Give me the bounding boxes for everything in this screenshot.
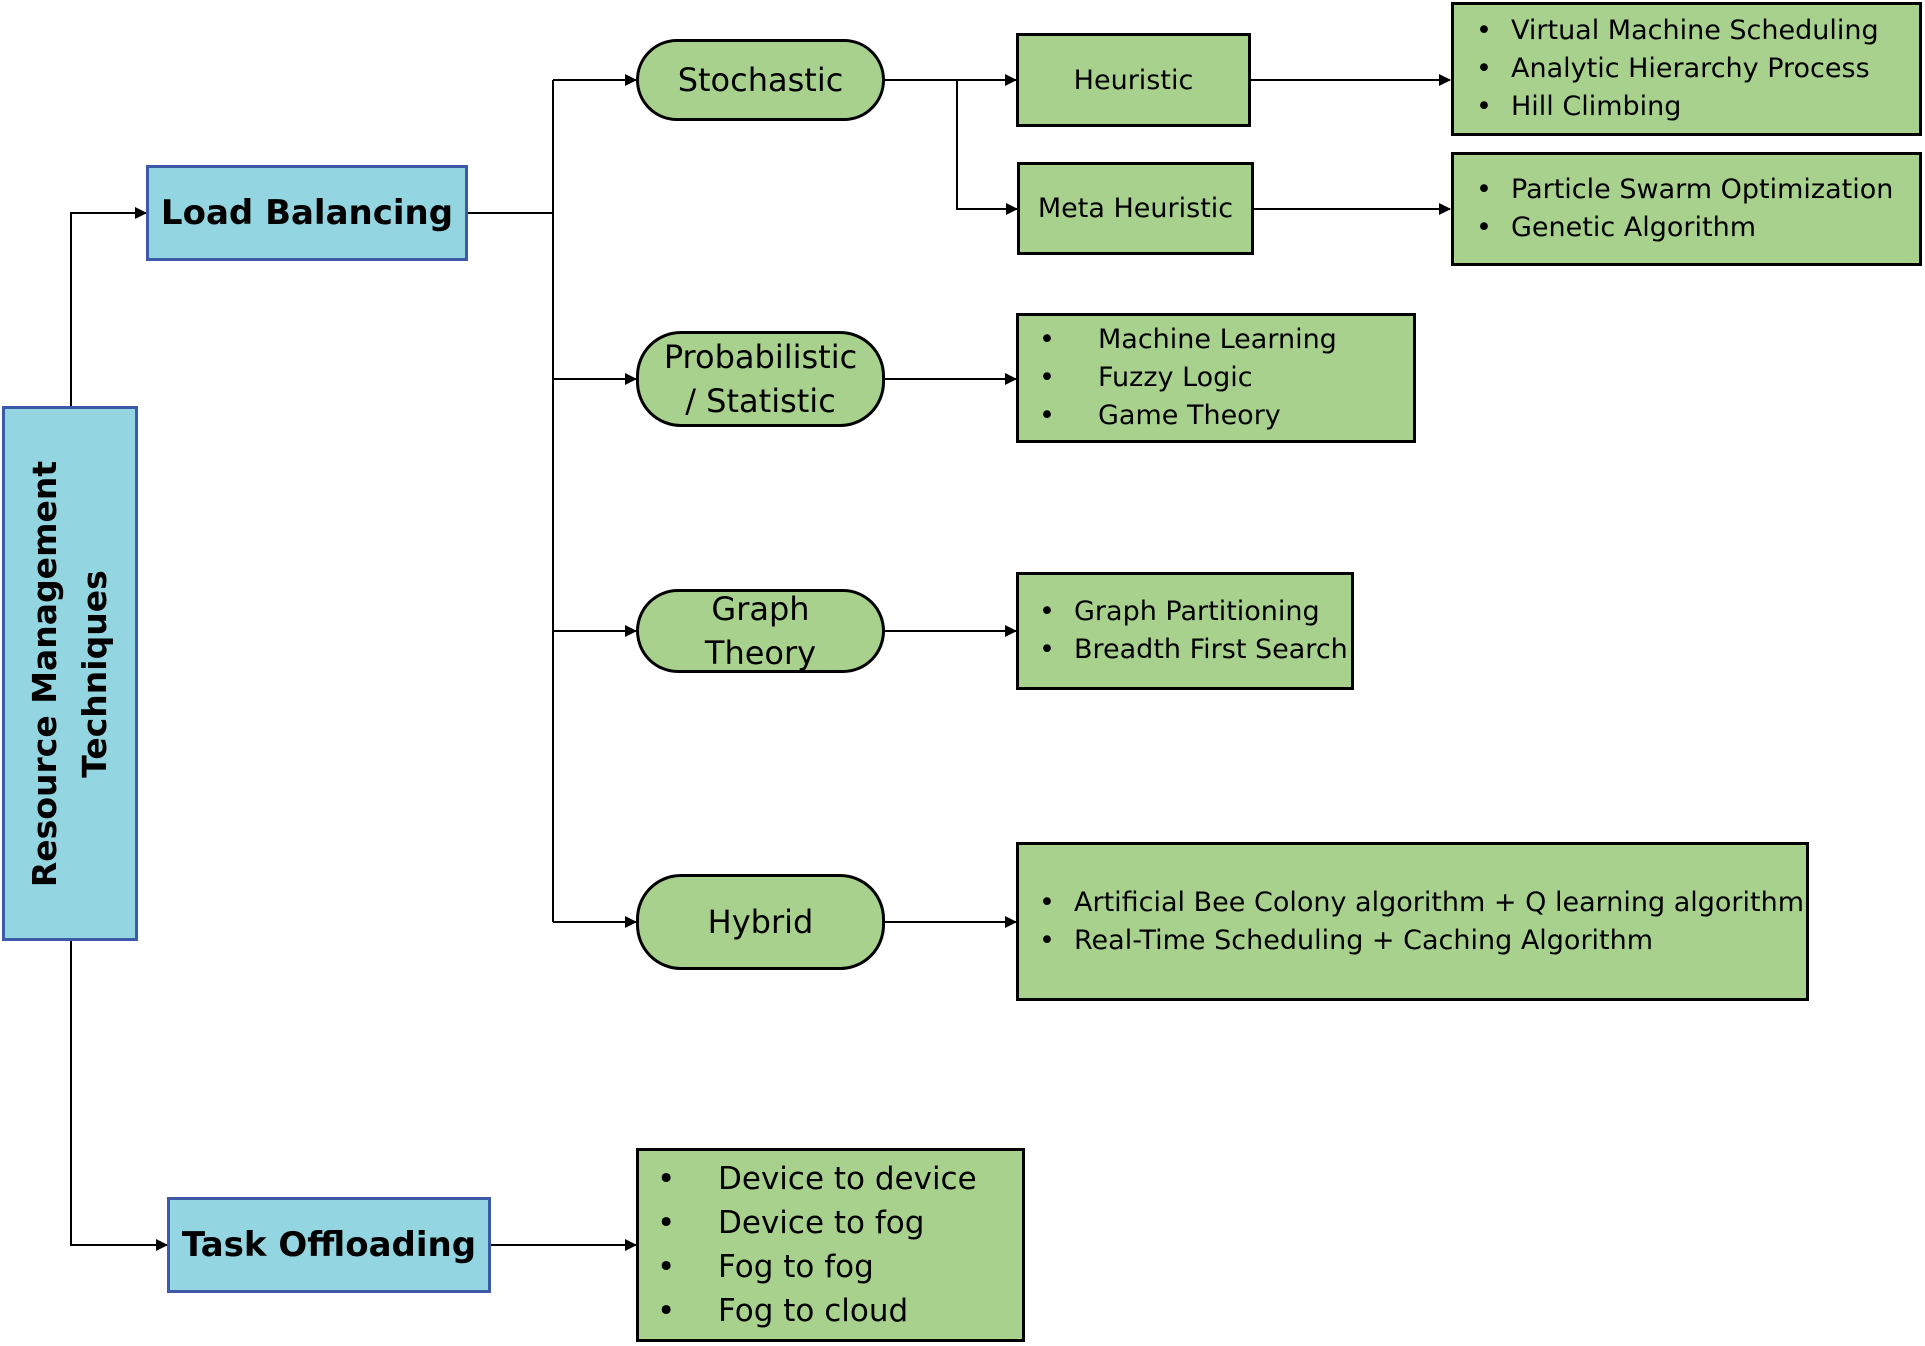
meta-heuristic-label: Meta Heuristic [1037, 193, 1234, 224]
root-node: Resource Management Techniques [2, 406, 138, 941]
bullet-icon: • [657, 1249, 676, 1285]
stochastic-node: Stochastic [636, 39, 885, 121]
graph-theory-node: Graph Theory [636, 589, 885, 673]
list-item: • Real-Time Scheduling + Caching Algorith… [1039, 922, 1804, 960]
list-item-text: Virtual Machine Scheduling [1511, 15, 1879, 46]
bullet-icon: • [1476, 212, 1492, 243]
hybrid-list-box: • Artificial Bee Colony algorithm + Q lea… [1016, 842, 1809, 1001]
list-item-text: Particle Swarm Optimization [1511, 174, 1894, 205]
hybrid-label: Hybrid [707, 903, 814, 941]
edge-root-task-offloading [70, 940, 168, 1251]
hybrid-list: • Artificial Bee Colony algorithm + Q lea… [1039, 884, 1804, 960]
list-item: • Fog to cloud [657, 1289, 977, 1333]
edge-root-load-balancing [70, 207, 147, 406]
list-item: • Device to fog [657, 1201, 977, 1245]
list-item: • Game Theory [1039, 397, 1337, 435]
bullet-icon: • [1039, 596, 1055, 627]
list-item: • Hill Climbing [1476, 88, 1879, 126]
bullet-icon: • [1039, 634, 1055, 665]
list-item: • Device to device [657, 1157, 977, 1201]
bullet-icon: • [1039, 886, 1055, 918]
bullet-icon: • [657, 1161, 676, 1197]
list-item-text: Analytic Hierarchy Process [1511, 53, 1870, 84]
edge-to-meta-heuristic [956, 80, 1018, 215]
list-item-text: Hill Climbing [1511, 91, 1682, 122]
list-item: • Analytic Hierarchy Process [1476, 50, 1879, 88]
probabilistic-label-line1: Probabilistic [663, 338, 858, 376]
list-item: • Breadth First Search [1039, 631, 1348, 669]
bullet-icon: • [1039, 400, 1055, 431]
graph-theory-label-line2: Theory [704, 634, 817, 672]
probabilistic-list-box: • Machine Learning • Fuzzy Logic • Game The… [1016, 313, 1416, 443]
list-item-text: Machine Learning [1098, 324, 1337, 355]
meta-heuristic-list: • Particle Swarm Optimization • Genetic Al… [1476, 171, 1893, 247]
bullet-icon: • [1039, 324, 1055, 355]
meta-heuristic-node: Meta Heuristic [1017, 162, 1254, 255]
bullet-icon: • [1039, 924, 1055, 956]
list-item-text: Real-Time Scheduling + Caching Algorithm [1074, 924, 1654, 956]
probabilistic-list: • Machine Learning • Fuzzy Logic • Game The… [1039, 321, 1337, 435]
graph-list: • Graph Partitioning • Breadth First Searc… [1039, 593, 1348, 669]
load-balancing-node: Load Balancing [146, 165, 468, 261]
list-item: • Machine Learning [1039, 321, 1337, 359]
list-item-text: Genetic Algorithm [1511, 212, 1757, 243]
hybrid-node: Hybrid [636, 874, 885, 970]
heuristic-list: • Virtual Machine Scheduling • Analytic Hi… [1476, 12, 1879, 126]
meta-heuristic-list-box: • Particle Swarm Optimization • Genetic Al… [1451, 152, 1922, 266]
list-item-text: Artificial Bee Colony algorithm + Q lear… [1074, 886, 1805, 918]
list-item-text: Game Theory [1098, 400, 1281, 431]
bullet-icon: • [1039, 362, 1055, 393]
probabilistic-label-line2: / Statistic [685, 382, 836, 420]
stochastic-label: Stochastic [677, 61, 844, 99]
list-item-text: Breadth First Search [1074, 634, 1348, 665]
list-item-text: Device to fog [718, 1205, 925, 1241]
graph-list-box: • Graph Partitioning • Breadth First Searc… [1016, 572, 1354, 690]
bullet-icon: • [657, 1293, 676, 1329]
list-item: • Particle Swarm Optimization [1476, 171, 1893, 209]
load-balancing-label: Load Balancing [160, 193, 454, 233]
bullet-icon: • [1476, 174, 1492, 205]
task-offloading-label: Task Offloading [181, 1225, 477, 1265]
list-item-text: Fog to cloud [718, 1293, 909, 1329]
offloading-list-box: • Device to device • Device to fog • Fog to… [636, 1148, 1025, 1342]
list-item: • Artificial Bee Colony algorithm + Q lea… [1039, 884, 1804, 922]
list-item: • Graph Partitioning [1039, 593, 1348, 631]
list-item: • Fuzzy Logic [1039, 359, 1337, 397]
bullet-icon: • [657, 1205, 676, 1241]
bullet-icon: • [1476, 15, 1492, 46]
task-offloading-node: Task Offloading [167, 1197, 491, 1293]
heuristic-list-box: • Virtual Machine Scheduling • Analytic Hi… [1451, 2, 1922, 136]
heuristic-node: Heuristic [1016, 33, 1251, 127]
list-item: • Virtual Machine Scheduling [1476, 12, 1879, 50]
bullet-icon: • [1476, 91, 1492, 122]
bullet-icon: • [1476, 53, 1492, 84]
list-item-text: Fuzzy Logic [1098, 362, 1253, 393]
list-item-text: Fog to fog [718, 1249, 874, 1285]
list-item-text: Device to device [718, 1161, 977, 1197]
list-item-text: Graph Partitioning [1074, 596, 1320, 627]
list-item: • Genetic Algorithm [1476, 209, 1893, 247]
graph-theory-label-line1: Graph [711, 590, 810, 628]
list-item: • Fog to fog [657, 1245, 977, 1289]
offloading-list: • Device to device • Device to fog • Fog to… [657, 1157, 977, 1333]
root-label: Resource Management Techniques [25, 460, 114, 887]
heuristic-label: Heuristic [1073, 64, 1194, 96]
probabilistic-statistic-node: Probabilistic / Statistic [636, 331, 885, 427]
